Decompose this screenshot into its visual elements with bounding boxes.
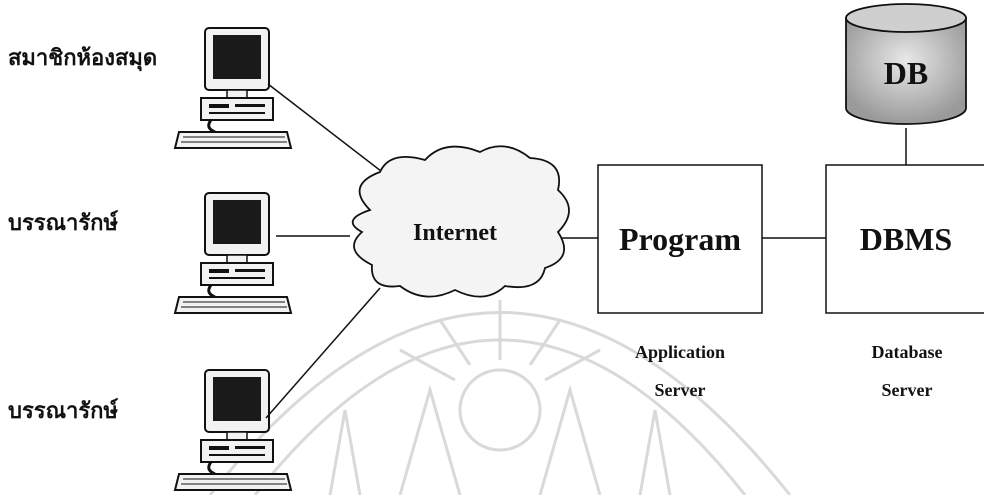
actor-label-librarian-1: บรรณารักษ์ (8, 211, 118, 236)
dbms-label: DBMS (860, 221, 952, 257)
program-label: Program (619, 221, 741, 257)
db-server-caption-line2: Server (881, 380, 933, 400)
program-box (597, 164, 763, 314)
internet-cloud-icon (351, 145, 570, 298)
app-server-caption-line2: Server (654, 380, 706, 400)
dbms-box (825, 164, 984, 314)
database-cylinder-icon (845, 3, 967, 125)
app-server-caption: Application Server (598, 333, 762, 409)
db-server-caption-line1: Database (871, 342, 943, 362)
actor-label-library-member: สมาชิกห้องสมุด (8, 46, 158, 71)
app-server-caption-line1: Application (634, 342, 726, 362)
db-label: DB (884, 55, 928, 91)
db-server-caption: Database Server (826, 333, 984, 409)
watermark-emblem (208, 300, 792, 495)
connection-lines (265, 83, 907, 419)
internet-label: Internet (413, 220, 497, 246)
computer-icon-librarian-1 (173, 191, 293, 315)
actor-label-librarian-2: บรรณารักษ์ (8, 399, 118, 424)
